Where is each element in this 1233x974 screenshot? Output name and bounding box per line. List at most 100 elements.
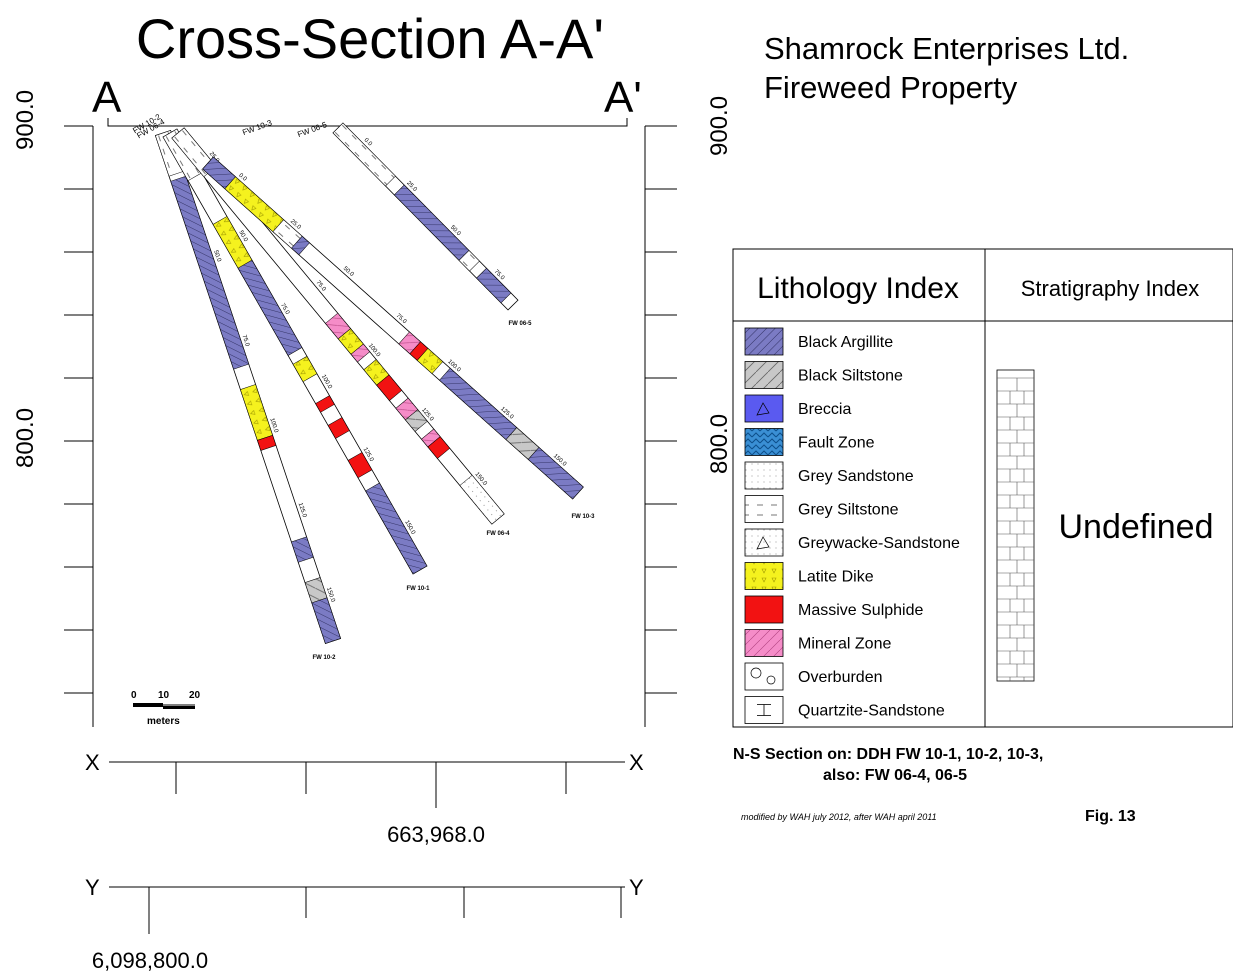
depth-label: 50.0 bbox=[212, 250, 222, 264]
lithology-interval bbox=[237, 259, 303, 356]
legend-label: Quartzite-Sandstone bbox=[798, 703, 945, 720]
drill-hole-fw-06-5: 0.025.050.075.0 bbox=[332, 122, 519, 311]
y-coordinate-value: 6,098,800.0 bbox=[92, 948, 208, 973]
legend-swatch bbox=[744, 394, 784, 423]
lithology-interval bbox=[327, 417, 350, 439]
credit-note: modified by WAH july 2012, after WAH apr… bbox=[741, 812, 937, 822]
legend-item: Black Siltstone bbox=[744, 361, 903, 389]
legend-swatch bbox=[744, 461, 784, 490]
drill-hole-name: FW 10-3 bbox=[571, 514, 595, 520]
elevation-label-900-left: 900.0 bbox=[12, 90, 39, 150]
legend-label: Overburden bbox=[798, 669, 883, 686]
lithology-interval bbox=[240, 384, 273, 441]
lithology-interval bbox=[332, 122, 396, 187]
depth-label: 100.0 bbox=[268, 417, 279, 434]
lithology-interval bbox=[311, 597, 341, 644]
lithology-interval bbox=[170, 175, 250, 370]
section-end-right: A' bbox=[604, 73, 642, 122]
depth-label: 75.0 bbox=[279, 303, 290, 317]
scale-unit: meters bbox=[147, 716, 180, 727]
lithology-interval bbox=[376, 374, 403, 401]
legend-swatch bbox=[744, 562, 784, 590]
lithology-index-title: Lithology Index bbox=[757, 272, 959, 305]
legend-swatch bbox=[744, 361, 784, 389]
elevation-label-800-left: 800.0 bbox=[12, 408, 39, 468]
section-end-left: A bbox=[92, 73, 122, 122]
legend-swatch bbox=[744, 495, 784, 523]
legend-label: Black Argillite bbox=[798, 334, 893, 351]
scale-tick-0: 0 bbox=[131, 690, 137, 701]
lithology-interval bbox=[527, 447, 584, 500]
legend-swatch bbox=[744, 428, 784, 456]
depth-label: 50.0 bbox=[237, 230, 248, 244]
depth-label: 150.0 bbox=[325, 587, 336, 604]
legend-swatch bbox=[744, 327, 784, 356]
lithology-interval bbox=[459, 474, 505, 525]
drill-hole-name: FW 06-5 bbox=[508, 321, 532, 327]
property-name: Fireweed Property bbox=[764, 70, 1018, 105]
lithology-interval bbox=[347, 452, 373, 479]
drill-hole-name: FW 10-1 bbox=[406, 586, 430, 592]
legend-item: Fault Zone bbox=[744, 428, 875, 456]
legend-label: Grey Sandstone bbox=[798, 468, 914, 485]
section-line bbox=[107, 118, 628, 127]
x-coordinate-axis bbox=[109, 761, 625, 808]
lithology-interval bbox=[257, 434, 277, 451]
legend-label: Fault Zone bbox=[798, 435, 875, 452]
lithology-interval bbox=[405, 409, 428, 432]
figure-title: Cross-Section A-A' bbox=[136, 7, 604, 70]
elevation-label-900-right: 900.0 bbox=[706, 96, 733, 156]
lithology-interval bbox=[393, 184, 470, 261]
legend-item: Greywacke-Sandstone bbox=[744, 528, 960, 557]
legend-item: Massive Sulphide bbox=[744, 595, 924, 624]
legend-item: Quartzite-Sandstone bbox=[744, 696, 945, 724]
legend-label: Black Siltstone bbox=[798, 368, 903, 385]
legend-label: Mineral Zone bbox=[798, 636, 891, 653]
y-axis-label-left: Y bbox=[85, 875, 100, 900]
legend-swatch bbox=[744, 528, 784, 557]
legend-panel: Lithology Index Stratigraphy Index Black… bbox=[732, 248, 1233, 728]
x-coordinate-value: 663,968.0 bbox=[387, 822, 485, 847]
lithology-interval bbox=[315, 395, 335, 413]
y-axis-label-right: Y bbox=[629, 875, 644, 900]
depth-label: 125.0 bbox=[297, 502, 308, 519]
elevation-label-800-right: 800.0 bbox=[706, 414, 733, 474]
legend-swatch bbox=[744, 629, 784, 657]
lithology-interval bbox=[458, 250, 480, 272]
y-coordinate-axis bbox=[109, 886, 625, 934]
x-axis-label-right: X bbox=[629, 750, 644, 775]
legend-label: Breccia bbox=[798, 401, 851, 418]
stratigraphy-column bbox=[996, 369, 1035, 682]
company-name: Shamrock Enterprises Ltd. bbox=[764, 31, 1129, 66]
legend-item: Mineral Zone bbox=[744, 629, 891, 657]
legend-item: Latite Dike bbox=[744, 562, 874, 590]
collar-label: FW 10-3 bbox=[241, 118, 273, 137]
lithology-interval bbox=[416, 348, 444, 374]
figure-number: Fig. 13 bbox=[1085, 808, 1136, 825]
legend-item: Grey Siltstone bbox=[744, 495, 899, 523]
scale-tick-10: 10 bbox=[158, 690, 170, 701]
depth-label: 0.0 bbox=[237, 173, 248, 183]
lithology-interval bbox=[350, 343, 371, 363]
lithology-interval bbox=[476, 267, 512, 304]
stratigraphy-index-title: Stratigraphy Index bbox=[1021, 276, 1200, 301]
legend-label: Massive Sulphide bbox=[798, 602, 924, 619]
lithology-interval bbox=[292, 355, 318, 383]
legend-label: Grey Siltstone bbox=[798, 502, 899, 519]
stratigraphy-value: Undefined bbox=[1058, 508, 1213, 546]
elevation-frame bbox=[64, 125, 677, 727]
legend-item: Grey Sandstone bbox=[744, 461, 914, 490]
caption-line-1: N-S Section on: DDH FW 10-1, 10-2, 10-3, bbox=[733, 746, 1043, 763]
scale-tick-20: 20 bbox=[189, 690, 201, 701]
legend-label: Latite Dike bbox=[798, 569, 874, 586]
caption-line-2: also: FW 06-4, 06-5 bbox=[823, 767, 967, 784]
lithology-interval bbox=[291, 536, 314, 563]
lithology-interval bbox=[365, 482, 428, 575]
legend-item: Overburden bbox=[744, 662, 883, 691]
